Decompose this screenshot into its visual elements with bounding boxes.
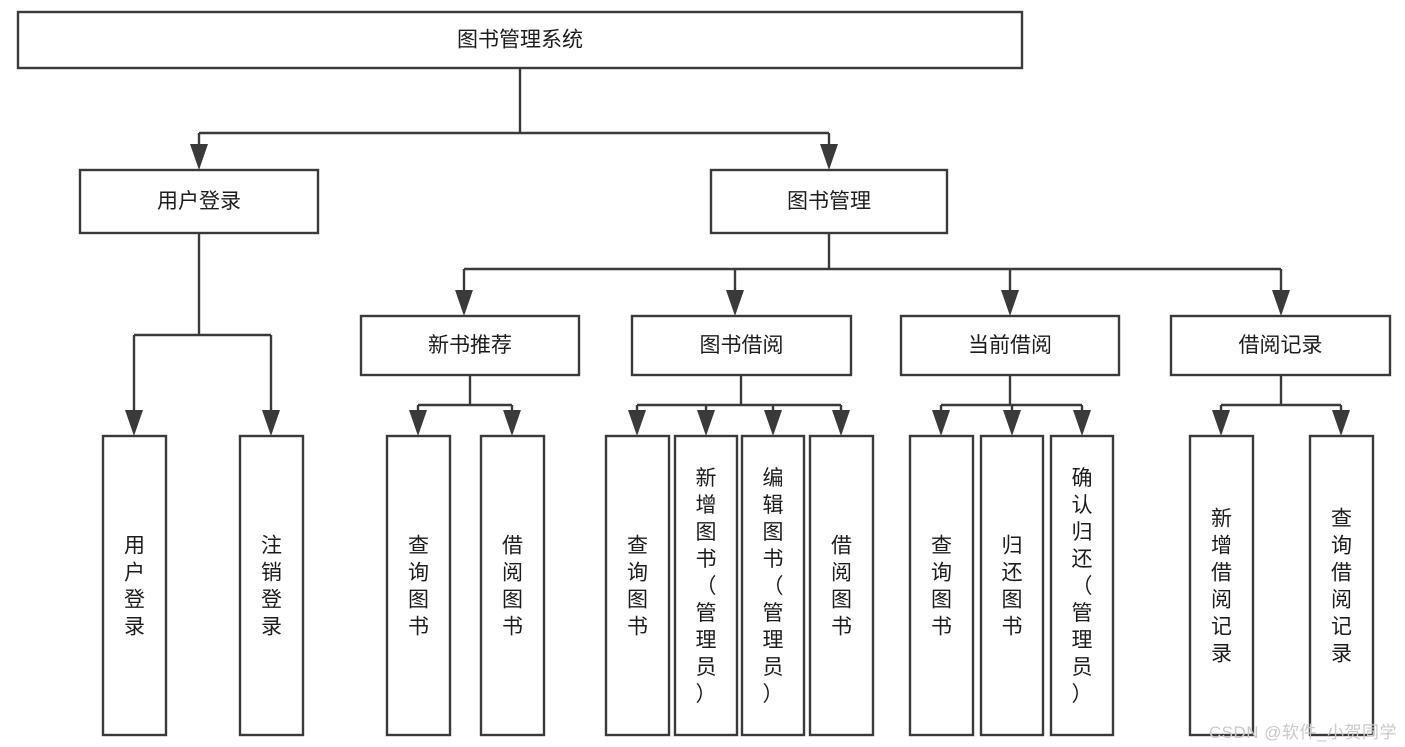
arrow-head-icon [1272, 290, 1290, 316]
node-box [78, 168, 320, 235]
node-leaf-borrow-book[interactable]: 借阅图书 [808, 434, 875, 737]
node-box [979, 434, 1045, 737]
arrow-head-icon [932, 410, 950, 436]
node-leaf-add-book-admin[interactable]: 新增图书（管理员） [673, 434, 739, 737]
node-leaf-edit-book-admin[interactable]: 编辑图书（管理员） [740, 434, 806, 737]
node-box [479, 434, 546, 737]
connector-conn-book-borrow [628, 375, 850, 436]
node-leaf-user-logout[interactable]: 注销登录 [238, 434, 305, 737]
node-box [908, 434, 975, 737]
node-label: 借阅图书 [502, 535, 523, 639]
node-leaf-confirm-return-admin[interactable]: 确认归还（管理员） [1049, 434, 1115, 737]
arrow-head-icon [1003, 410, 1021, 436]
node-label: 编辑图书（管理员） [763, 467, 784, 706]
node-box [740, 434, 806, 737]
arrow-head-icon [697, 410, 715, 436]
node-label: 新增图书（管理员） [696, 467, 717, 706]
connector-conn-root [190, 68, 838, 170]
arrow-head-icon [1073, 410, 1091, 436]
arrow-head-icon [1332, 410, 1350, 436]
node-label: 新书推荐 [428, 334, 512, 357]
node-borrow-record[interactable]: 借阅记录 [1169, 314, 1392, 377]
node-leaf-query-borrow-record[interactable]: 查询借阅记录 [1308, 434, 1375, 737]
node-label: 用户登录 [157, 190, 241, 213]
node-label: 图书管理 [787, 190, 871, 213]
node-label: 注销登录 [261, 535, 282, 639]
node-label: 借阅图书 [831, 535, 852, 639]
node-user-login[interactable]: 用户登录 [78, 168, 320, 235]
arrow-head-icon [832, 410, 850, 436]
node-box [385, 434, 452, 737]
node-box [709, 168, 949, 235]
node-box [1188, 434, 1255, 737]
node-label: 查询图书 [627, 535, 648, 639]
node-label: 用户登录 [124, 535, 145, 639]
node-label: 借阅记录 [1239, 334, 1323, 357]
node-box [101, 434, 168, 737]
node-label: 归还图书 [1002, 535, 1023, 639]
node-current-borrow[interactable]: 当前借阅 [899, 314, 1121, 377]
connector-conn-new-book-recommend [409, 375, 521, 436]
node-root[interactable]: 图书管理系统 [16, 10, 1024, 70]
arrow-head-icon [455, 290, 473, 316]
arrow-head-icon [1212, 410, 1230, 436]
node-label: 确认归还（管理员） [1072, 467, 1093, 706]
arrow-head-icon [262, 410, 280, 436]
node-label: 图书借阅 [700, 334, 784, 357]
node-box [16, 10, 1024, 70]
connector-conn-book-manage [455, 233, 1290, 316]
csdn-watermark: CSDN @软件_小贺同学 [1208, 723, 1397, 742]
connectors-layer [125, 68, 1350, 436]
node-box [899, 314, 1121, 377]
node-box [1308, 434, 1375, 737]
node-book-borrow[interactable]: 图书借阅 [630, 314, 853, 377]
arrow-head-icon [1001, 290, 1019, 316]
node-label: 新增借阅记录 [1211, 508, 1232, 666]
arrow-head-icon [726, 290, 744, 316]
node-box [808, 434, 875, 737]
connector-conn-user-login [125, 233, 280, 436]
node-new-book-recommend[interactable]: 新书推荐 [359, 314, 581, 377]
arrow-head-icon [409, 410, 427, 436]
node-leaf-user-login[interactable]: 用户登录 [101, 434, 168, 737]
node-box [238, 434, 305, 737]
nodes-layer: 图书管理系统用户登录图书管理新书推荐图书借阅当前借阅借阅记录用户登录注销登录查询… [16, 10, 1392, 737]
node-leaf-query-book-cur[interactable]: 查询图书 [908, 434, 975, 737]
node-box [359, 314, 581, 377]
arrow-head-icon [503, 410, 521, 436]
node-box [604, 434, 671, 737]
node-box [630, 314, 853, 377]
connector-conn-borrow-record [1212, 375, 1350, 436]
arrow-head-icon [190, 144, 208, 170]
node-label: 查询借阅记录 [1331, 508, 1352, 666]
connector-conn-current-borrow [932, 375, 1091, 436]
node-leaf-query-book-rec[interactable]: 查询图书 [385, 434, 452, 737]
arrow-head-icon [820, 144, 838, 170]
arrow-head-icon [764, 410, 782, 436]
node-leaf-return-book[interactable]: 归还图书 [979, 434, 1045, 737]
arrow-head-icon [628, 410, 646, 436]
arrow-head-icon [125, 410, 143, 436]
node-box [1049, 434, 1115, 737]
node-label: 查询图书 [931, 535, 952, 639]
node-label: 查询图书 [408, 535, 429, 639]
node-book-manage[interactable]: 图书管理 [709, 168, 949, 235]
node-box [673, 434, 739, 737]
node-leaf-add-borrow-record[interactable]: 新增借阅记录 [1188, 434, 1255, 737]
node-label: 图书管理系统 [457, 29, 583, 52]
node-label: 当前借阅 [968, 334, 1052, 357]
node-leaf-borrow-book-rec[interactable]: 借阅图书 [479, 434, 546, 737]
node-leaf-query-book-borrow[interactable]: 查询图书 [604, 434, 671, 737]
node-box [1169, 314, 1392, 377]
